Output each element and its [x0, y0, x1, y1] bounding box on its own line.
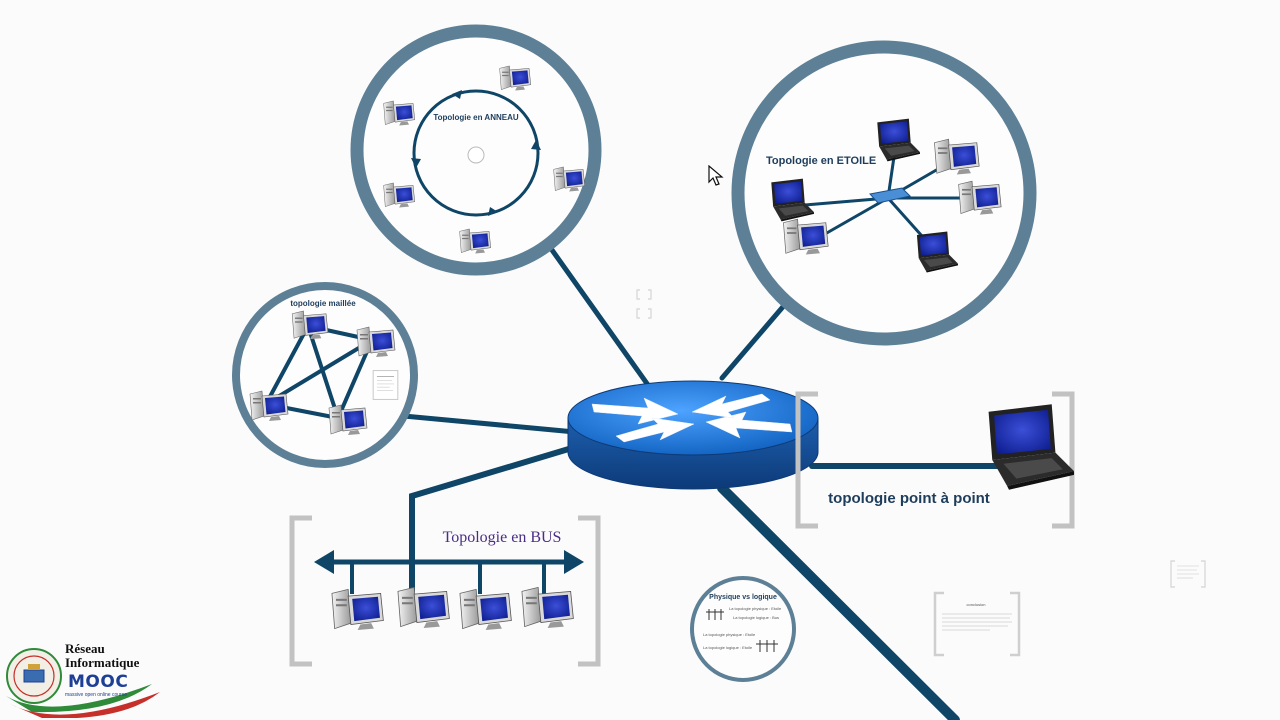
faint-placeholders [636, 289, 1206, 588]
p2p-frame-brackets [795, 391, 1075, 529]
physical-vs-logical: Physique vs logique La topologie physiqu… [690, 576, 796, 682]
bus-title: Topologie en BUS [443, 529, 562, 546]
physical-line: La topologie logique : Etoile [703, 645, 753, 650]
mesh-topology: topologie maillée [232, 282, 418, 468]
ring-title: Topologie en ANNEAU [433, 113, 519, 122]
physical-frame [690, 576, 796, 682]
logo-tagline: massive open online course [65, 692, 127, 698]
bus-arrow-right [564, 550, 584, 574]
logo-title-line2: Informatique [65, 655, 140, 670]
mesh-title: topologie maillée [290, 299, 356, 308]
ring-loop [412, 89, 540, 217]
bus-computer [459, 588, 513, 631]
side-note-lines [1177, 565, 1199, 579]
bus-computer [397, 586, 451, 629]
p2p-title: topologie point à point [828, 490, 990, 507]
bus-topology: Topologie en BUS [289, 515, 601, 667]
router-icon [567, 380, 819, 490]
bus-drops [350, 562, 546, 594]
point-to-point-topology: topologie point à point [795, 391, 1075, 529]
link-down [717, 483, 960, 720]
physical-title: Physique vs logique [709, 594, 777, 601]
conclusion-box: conclusion [933, 591, 1021, 657]
star-title: Topologie en ETOILE [766, 155, 876, 167]
conclusion-text-lines [942, 613, 1012, 631]
physical-line: La topologie physique : Etoile [729, 606, 782, 611]
bus-computer [521, 586, 575, 629]
ring-topology: Topologie en ANNEAU [350, 24, 602, 276]
mouse-cursor-icon [708, 165, 724, 186]
mooc-logo: Réseau Informatique MOOC massive open on… [2, 630, 162, 718]
physical-mini-diagram [706, 609, 778, 652]
conclusion-title: conclusion [967, 602, 986, 607]
logo-title: Réseau Informatique [65, 642, 139, 670]
mesh-note [372, 370, 399, 400]
logo-title-line1: Réseau [65, 641, 105, 656]
link-bus [409, 445, 575, 595]
ring-center-icon [467, 146, 485, 164]
switch-icon [869, 187, 912, 204]
physical-line: La topologie physique : Etoile [703, 632, 756, 637]
bus-arrow-left [314, 550, 334, 574]
bus-computer [331, 588, 385, 631]
ring-arrows [411, 90, 541, 216]
star-topology: Topologie en ETOILE [731, 40, 1037, 346]
logo-emblem [6, 648, 160, 718]
bus-frame-brackets [289, 515, 601, 667]
physical-line: La topologie logique : Bus [733, 615, 779, 620]
logo-brand: MOOC [68, 672, 129, 692]
p2p-laptop [988, 404, 1074, 490]
conclusion-brackets [933, 591, 1021, 657]
